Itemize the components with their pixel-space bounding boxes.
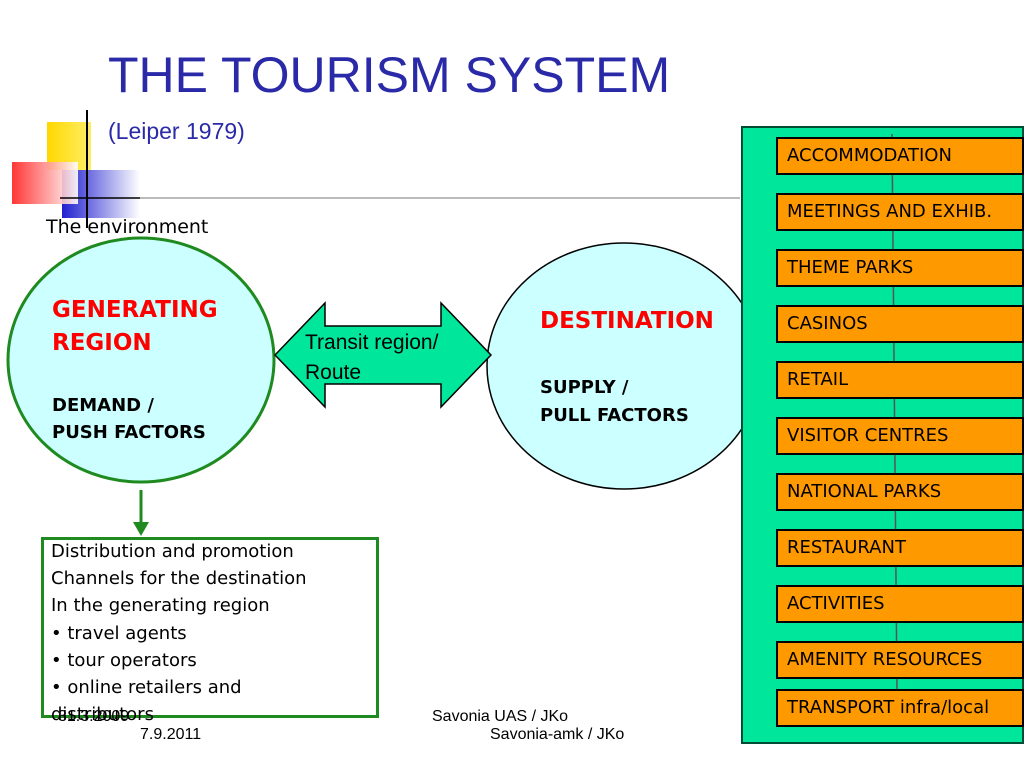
supply-item-retail: RETAIL — [776, 361, 1024, 399]
supply-item-transport: TRANSPORT infra/local — [776, 689, 1024, 727]
footer-date-b: 7.9.2011 — [140, 726, 202, 743]
distribution-line: • travel agents — [51, 622, 187, 644]
supply-item-restaurant: RESTAURANT — [776, 529, 1024, 567]
supply-item-casinos: CASINOS — [776, 305, 1024, 343]
distribution-text: Distribution and promotion Channels for … — [51, 538, 381, 728]
connector-arrowhead — [133, 522, 149, 536]
supply-item-visitor-centres: VISITOR CENTRES — [776, 417, 1024, 455]
environment-label: The environment — [46, 216, 209, 238]
transit-double-arrow — [273, 301, 493, 409]
supply-item-meetings: MEETINGS AND EXHIB. — [776, 193, 1024, 231]
supply-item-amenity-resources: AMENITY RESOURCES — [776, 641, 1024, 679]
generating-region-subtitle: DEMAND / PUSH FACTORS — [52, 395, 206, 443]
decorative-squares — [12, 110, 150, 228]
distribution-box — [41, 537, 379, 718]
distribution-line: Distribution and promotion — [51, 541, 294, 562]
title-underline — [140, 197, 740, 199]
distribution-line: Channels for the destination — [51, 568, 307, 590]
page-subtitle: (Leiper 1979) — [108, 118, 245, 144]
destination-subtitle: SUPPLY / PULL FACTORS — [540, 377, 689, 426]
generating-region-title: GENERATING REGION — [52, 297, 218, 356]
distribution-line: • online retailers and — [51, 677, 242, 699]
destination-title: DESTINATION — [540, 308, 714, 334]
footer-source-a: Savonia UAS / JKo — [432, 708, 569, 725]
generating-region-circle — [6, 236, 276, 484]
distribution-line: distributors — [51, 704, 154, 726]
footer-date-a: 31.3.2009 — [58, 708, 130, 725]
distribution-line: In the generating region — [51, 595, 270, 617]
transit-label: Transit region/ Route — [305, 331, 439, 384]
supply-item-accommodation: ACCOMMODATION — [776, 137, 1024, 175]
supply-item-theme-parks: THEME PARKS — [776, 249, 1024, 287]
supply-item-activities: ACTIVITIES — [776, 585, 1024, 623]
distribution-line: • tour operators — [51, 649, 197, 671]
page-title: THE TOURISM SYSTEM — [108, 47, 671, 103]
destination-circle — [486, 242, 762, 490]
supply-item-national-parks: NATIONAL PARKS — [776, 473, 1024, 511]
footer-source-b: Savonia-amk / JKo — [490, 726, 625, 743]
